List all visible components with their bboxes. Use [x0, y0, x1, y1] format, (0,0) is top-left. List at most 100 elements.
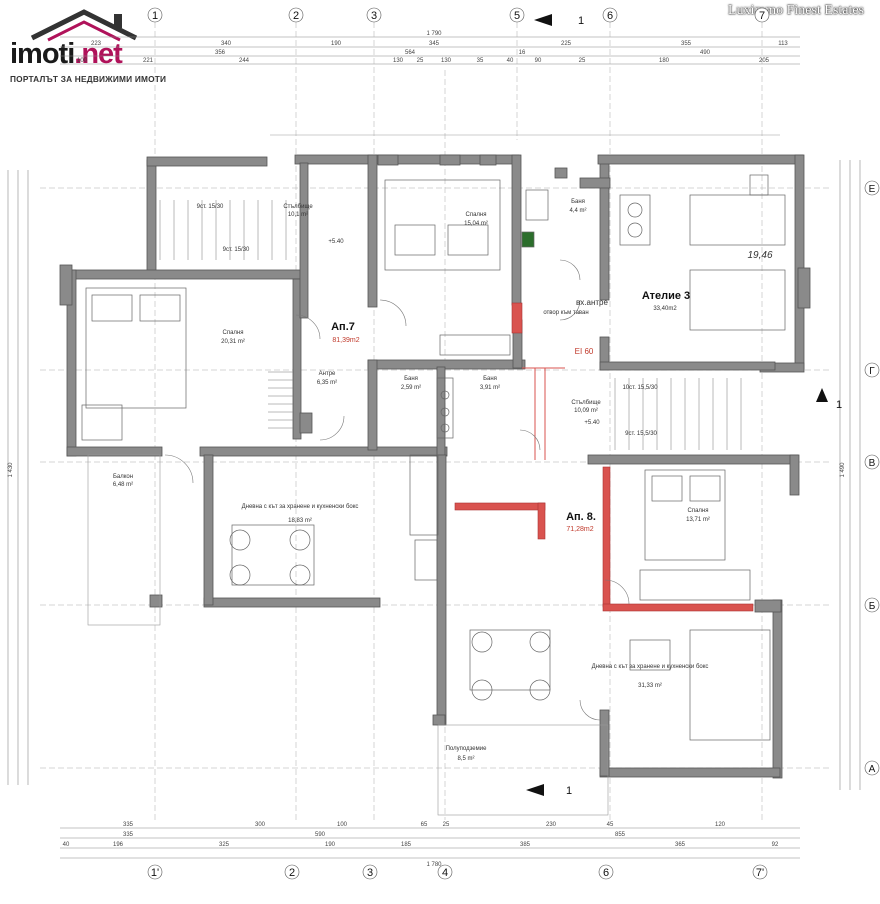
- fire-walls: [454, 302, 754, 612]
- semi-basement-name: Полуподземие: [446, 746, 487, 752]
- dimension-value: 590: [315, 832, 326, 838]
- dimension-value: 40: [507, 58, 514, 64]
- terrace-outlines: [87, 134, 780, 816]
- dimension-value: 325: [219, 842, 230, 848]
- ei60-label: EI 60: [575, 347, 594, 356]
- axis-bubble: [864, 180, 880, 196]
- stair-treads: [159, 200, 742, 450]
- bath-a7-2-name: Баня: [483, 376, 497, 382]
- axis-label: 7': [756, 867, 764, 879]
- stairs-top-level: +5.40: [328, 239, 344, 245]
- house-roof-icon: [30, 9, 138, 42]
- bath-a7-1-name: Баня: [404, 376, 418, 382]
- dimension-value: 90: [535, 58, 542, 64]
- dimension-total-left: 1 430: [8, 462, 14, 478]
- dimension-value: 130: [393, 58, 404, 64]
- stairs-mid-steps2: 9ст. 15,5/30: [625, 431, 657, 437]
- dimension-value: 130: [441, 58, 452, 64]
- dimension-value: 225: [561, 41, 572, 47]
- apartment-labels: Ап.7 81,39m2 Ателие 3 33,40m2 19,46 Ап. …: [331, 250, 773, 533]
- section-mark-bottom: 1: [566, 785, 572, 797]
- living-a7-name: Дневна с кът за хранене и кухненски бокс: [242, 504, 359, 510]
- dimension-value: 35: [477, 58, 484, 64]
- attic-opening-label: отвор към таван: [543, 310, 588, 316]
- axis-bubble: [147, 864, 163, 880]
- bedroom-a7-north-name: Спалня: [466, 212, 487, 218]
- axis-label: Г: [869, 366, 875, 377]
- semi-basement-area: 8,5 m²: [457, 756, 474, 762]
- stairs-top-steps2: 9ст. 15/30: [223, 247, 250, 253]
- living-a7-area: 18,83 m²: [288, 518, 312, 524]
- atelier3-note: 19,46: [747, 250, 772, 261]
- axis-bubble: [598, 864, 614, 880]
- axis-label: 6: [603, 867, 609, 879]
- dimension-value: 120: [715, 822, 726, 828]
- dimension-value: 40: [63, 842, 70, 848]
- entry-a7-area: 6,35 m²: [317, 380, 337, 386]
- axis-bubble: [509, 7, 525, 23]
- logo-tagline: ПОРТАЛЪТ ЗА НЕДВИЖИМИ ИМОТИ: [10, 74, 167, 84]
- stairs-mid-area: 10,09 m²: [574, 408, 598, 414]
- bedroom-a8-name: Спалня: [688, 508, 709, 514]
- living-a8-area: 31,33 m²: [638, 683, 662, 689]
- dimension-value: 100: [77, 58, 88, 64]
- dimension-total-bottom: 1 780: [426, 862, 442, 868]
- axis-label: 1': [151, 867, 159, 879]
- axis-label: А: [869, 764, 876, 775]
- axis-label: E: [869, 184, 876, 195]
- dimension-value: 223: [91, 41, 102, 47]
- section-mark-right: 1: [836, 399, 842, 411]
- dimension-value: 16: [519, 50, 526, 56]
- dimension-value: 25: [579, 58, 586, 64]
- dimension-value: 190: [325, 842, 336, 848]
- axis-bubble: [864, 362, 880, 378]
- entry-a7-name: Антре: [319, 371, 336, 377]
- dimension-value: 100: [337, 822, 348, 828]
- bedroom-a8-area: 13,71 m²: [686, 517, 710, 523]
- axis-label: 3: [367, 867, 373, 879]
- bath-a7-2-area: 3,91 m²: [480, 385, 500, 391]
- bath-top-name: Баня: [571, 199, 585, 205]
- dimension-value: 65: [421, 822, 428, 828]
- axis-bubble: [147, 7, 163, 23]
- axis-label: В: [869, 458, 876, 469]
- dimension-value: 345: [429, 41, 440, 47]
- dimension-value: 564: [405, 50, 416, 56]
- bath-top-area: 4,4 m²: [569, 208, 586, 214]
- axis-bubble: [752, 864, 768, 880]
- axis-bubble: [288, 7, 304, 23]
- dimension-value: 855: [615, 832, 626, 838]
- living-a8-name: Дневна с кът за хранене и кухненски бокс: [592, 664, 709, 670]
- dimension-value: 92: [772, 842, 779, 848]
- axis-label: 5: [514, 10, 520, 22]
- axis-bubble: [602, 7, 618, 23]
- dimension-value: 230: [546, 822, 557, 828]
- dimension-value: 365: [675, 842, 686, 848]
- stairs-mid-name: Стълбище: [571, 400, 601, 406]
- bedroom-a7-north-area: 15,04 m²: [464, 221, 488, 227]
- dimension-total-right: 1 490: [840, 462, 846, 478]
- stairs-top-name: Стълбище: [283, 204, 313, 210]
- dimension-value: 196: [113, 842, 124, 848]
- balcony-area: 6,48 m²: [113, 482, 133, 488]
- atelier3-name: Ателие 3: [642, 290, 690, 302]
- dimension-value: 45: [607, 822, 614, 828]
- dimension-value: 205: [759, 58, 770, 64]
- axis-bubble: [284, 864, 300, 880]
- section-markers: [526, 14, 828, 796]
- dimension-value: 25: [443, 822, 450, 828]
- dimension-value: 300: [255, 822, 266, 828]
- dimension-value: 490: [700, 50, 711, 56]
- fire-separation-lines: [522, 367, 565, 460]
- axis-label: 2: [289, 867, 295, 879]
- dimension-value: 244: [239, 58, 250, 64]
- ap8-area: 71,28m2: [566, 526, 593, 533]
- dimension-total-top: 1 790: [426, 31, 442, 37]
- walls: [59, 154, 811, 779]
- axis-bubble: [864, 597, 880, 613]
- logo-wordmark: imoti.net: [10, 38, 123, 70]
- bedroom-a7-west-area: 20,31 m²: [221, 339, 245, 345]
